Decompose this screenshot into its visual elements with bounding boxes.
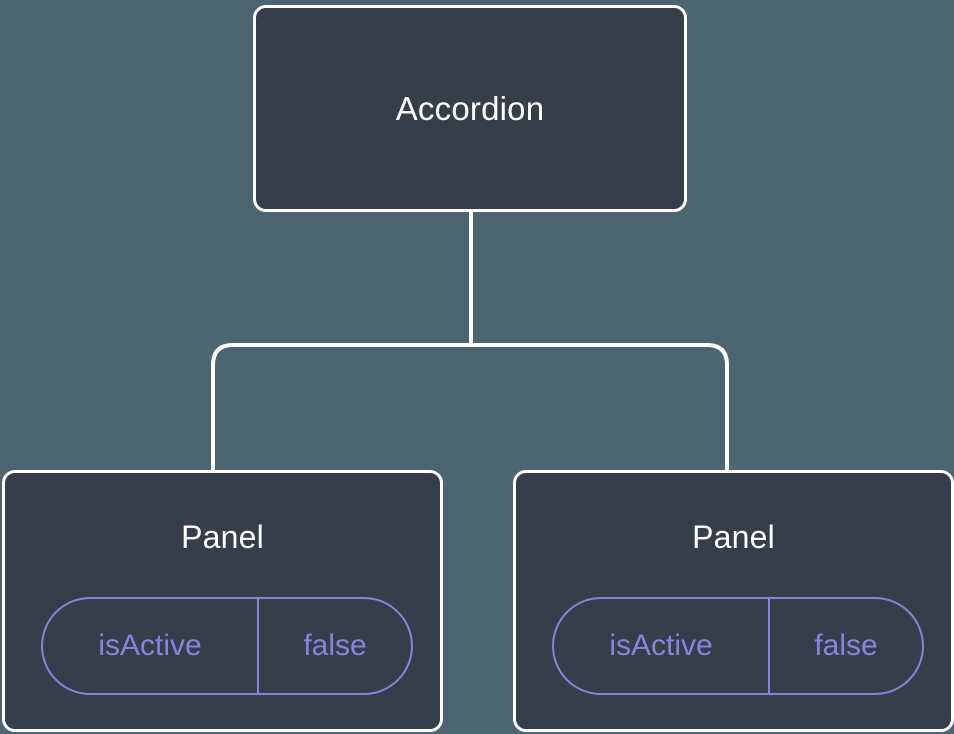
state-badge-panel-2[interactable]: isActive false [552,597,924,695]
node-panel-2-label: Panel [692,519,775,555]
edge-accordion-to-panel-2 [471,343,729,470]
state-key-panel-2: isActive [609,629,713,662]
node-panel-1-label: Panel [181,519,264,555]
state-badge-panel-1[interactable]: isActive false [41,597,413,695]
state-value-panel-1: false [303,629,367,662]
node-panel-2[interactable]: Panel isActive false [513,470,954,732]
node-accordion[interactable]: Accordion [253,5,687,212]
node-accordion-label: Accordion [395,90,545,127]
node-panel-1[interactable]: Panel isActive false [2,470,443,732]
state-value-panel-2: false [814,629,878,662]
state-key-panel-1: isActive [98,629,202,662]
state-divider-panel-2 [768,599,770,693]
edge-accordion-to-panel-1 [211,343,471,470]
state-divider-panel-1 [257,599,259,693]
